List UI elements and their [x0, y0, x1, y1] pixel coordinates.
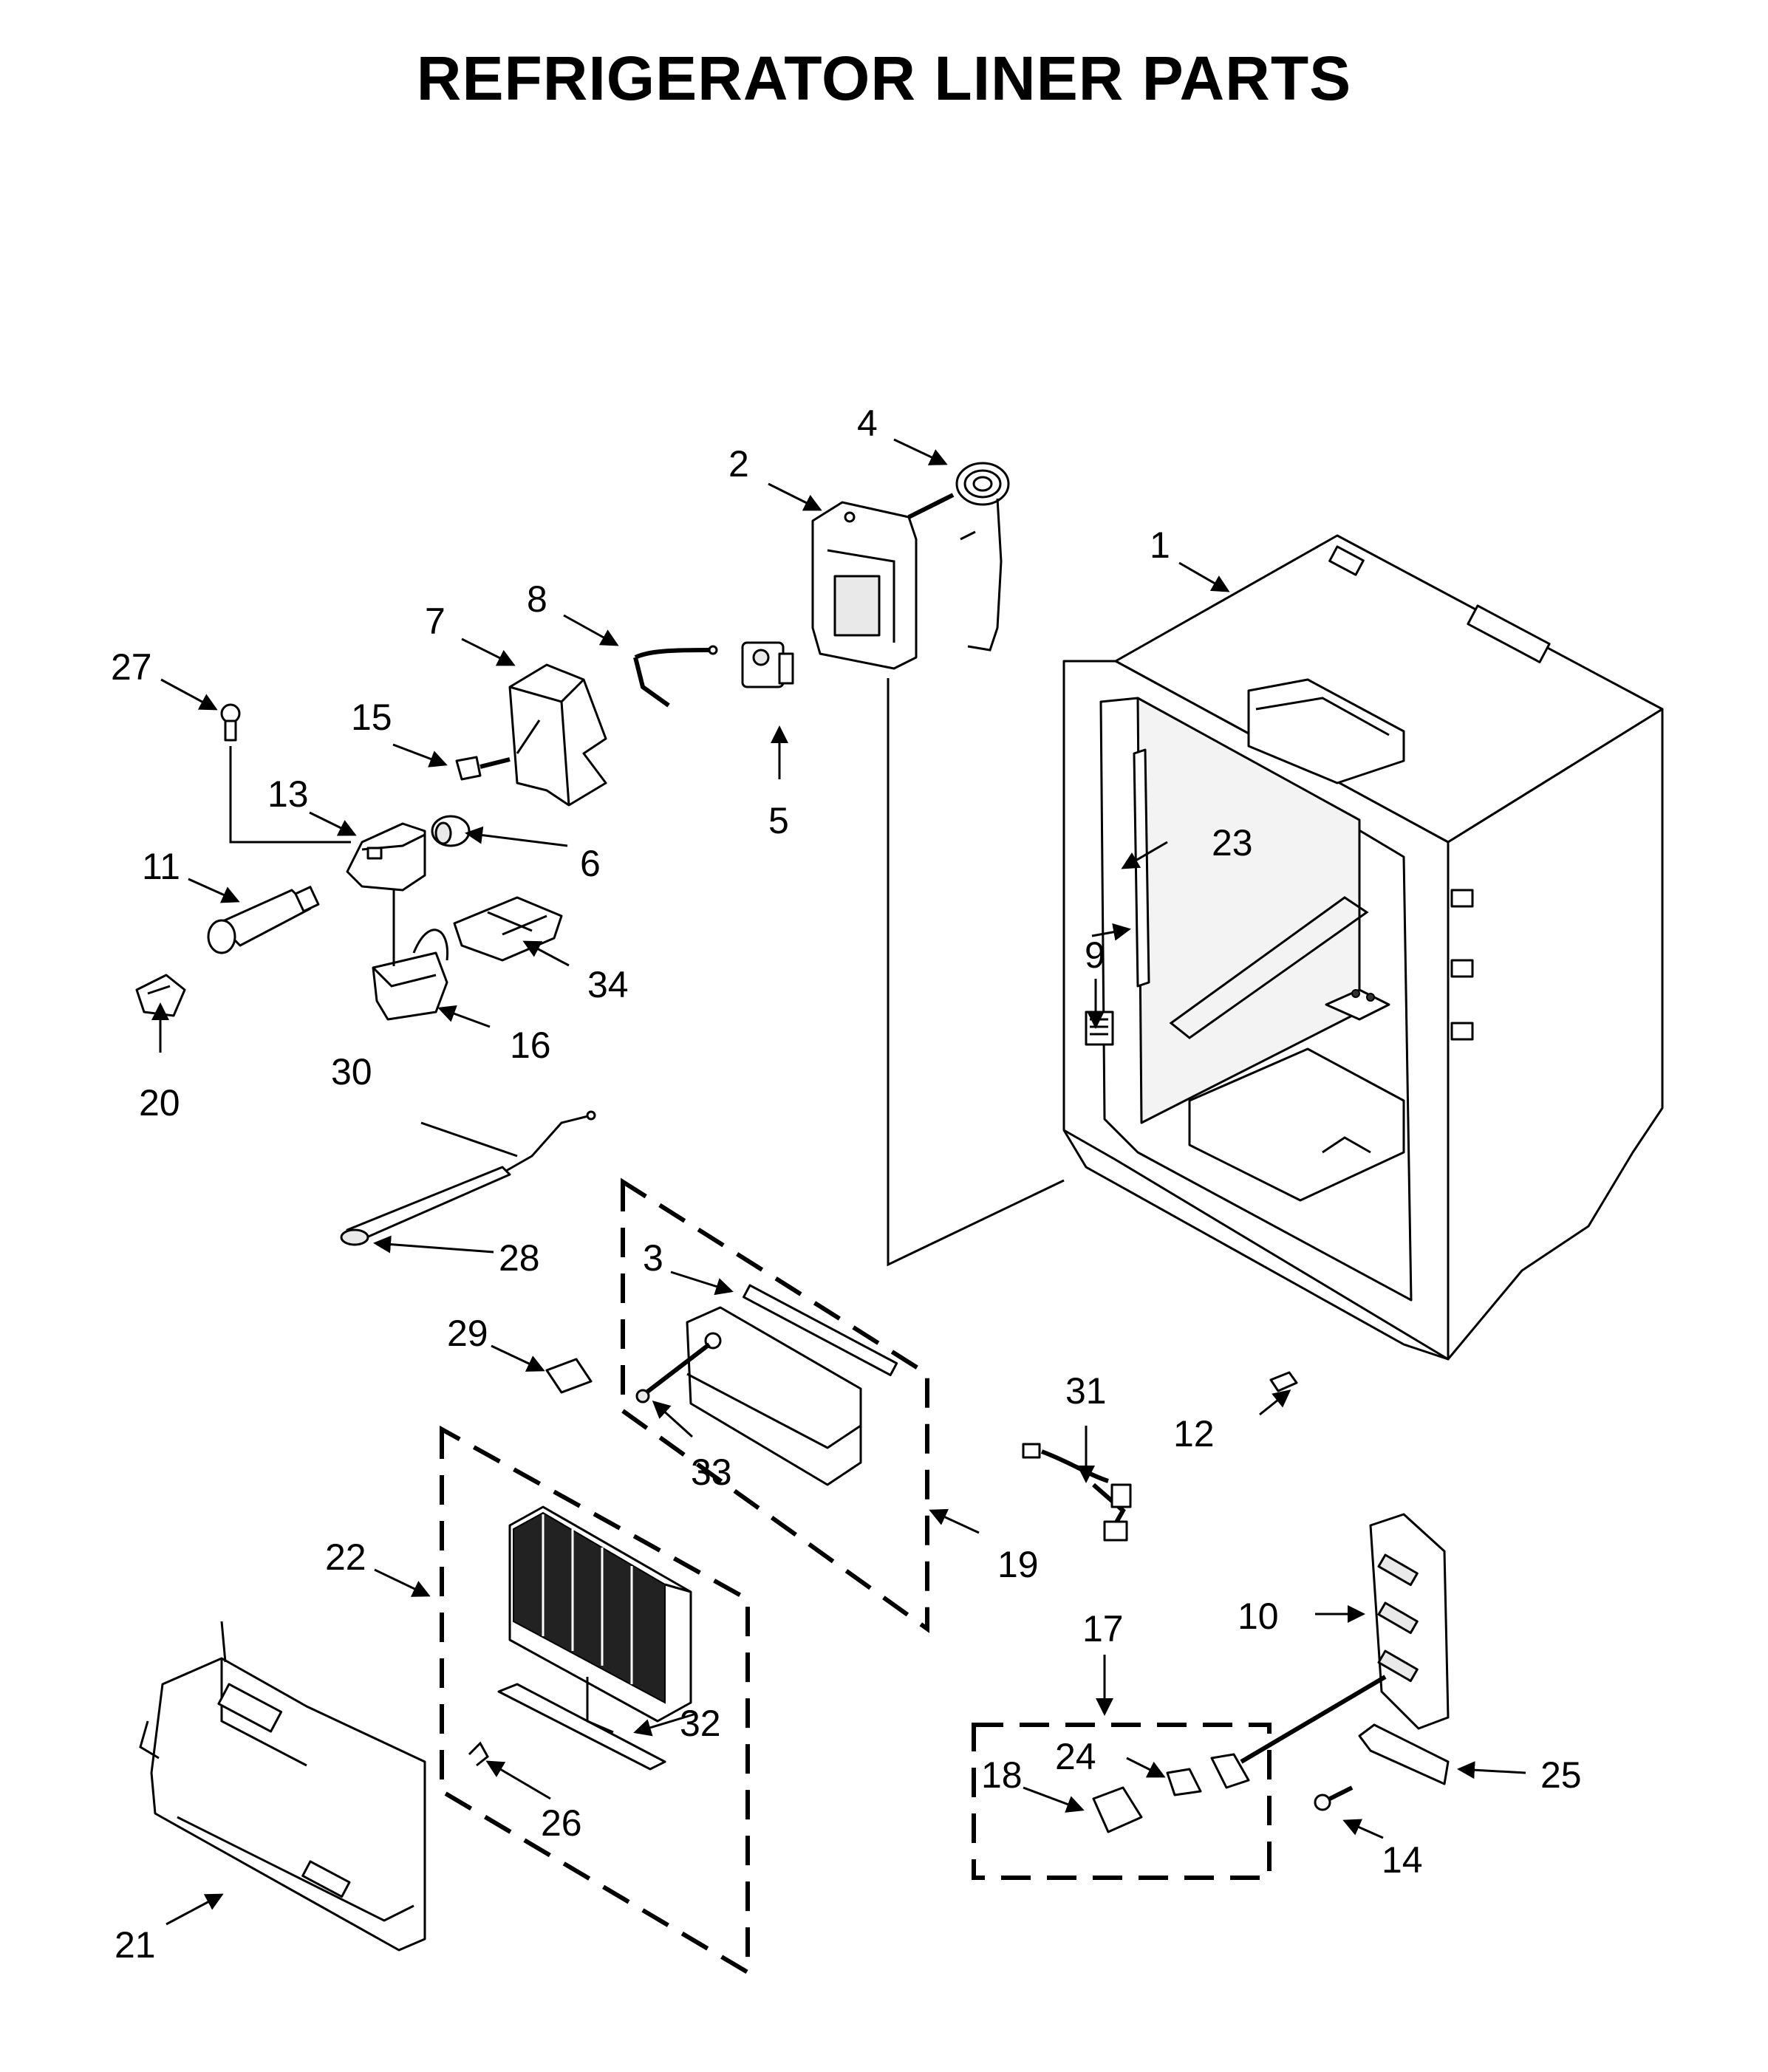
part-filter-housing[interactable] [346, 822, 426, 892]
part-housing-24[interactable] [1210, 1753, 1250, 1789]
part-evaporator[interactable] [508, 1505, 692, 1723]
assembly-outline-19 [621, 1177, 929, 1633]
part-sensor-rod[interactable] [340, 1110, 596, 1246]
callout-12: 12 [1173, 1413, 1215, 1454]
leader-line-30 [420, 1121, 518, 1158]
callout-5: 5 [768, 800, 789, 841]
leader-line [229, 746, 351, 844]
callout-1: 1 [1150, 524, 1170, 566]
part-filter-cap[interactable] [135, 974, 186, 1017]
callout-2: 2 [728, 443, 749, 485]
part-defrost-heater[interactable] [497, 1677, 666, 1771]
part-screw-14[interactable] [1314, 1785, 1354, 1811]
part-duct[interactable] [453, 896, 563, 962]
part-wire-harness[interactable] [633, 645, 718, 708]
leader-line [516, 719, 541, 754]
part-liner[interactable] [1062, 534, 1664, 1361]
callout-7: 7 [425, 601, 446, 642]
leader-line [907, 493, 955, 519]
callout-27: 27 [111, 646, 152, 688]
callout-9: 9 [1085, 934, 1105, 976]
part-wiring-harness-31[interactable] [1022, 1443, 1132, 1542]
callout-8: 8 [527, 578, 547, 620]
callout-4: 4 [857, 403, 878, 444]
callout-24: 24 [1055, 1736, 1096, 1777]
callout-18: 18 [981, 1754, 1023, 1796]
part-control-housing[interactable] [811, 501, 918, 670]
callout-33: 33 [691, 1452, 732, 1493]
callout-15: 15 [351, 697, 392, 738]
part-cover[interactable] [508, 663, 607, 807]
callout-31: 31 [1065, 1370, 1107, 1412]
page-title: REFRIGERATOR LINER PARTS [416, 44, 1352, 113]
callout-34: 34 [587, 964, 629, 1005]
callout-16: 16 [510, 1025, 551, 1066]
callout-13: 13 [267, 773, 309, 815]
part-screw[interactable] [455, 756, 511, 781]
part-water-filter[interactable] [207, 886, 320, 954]
assembly-outline-17 [972, 1723, 1272, 1880]
callout-26: 26 [541, 1802, 582, 1844]
callout-22: 22 [325, 1536, 366, 1578]
part-screw-27[interactable] [220, 703, 241, 742]
callout-19: 19 [997, 1544, 1039, 1585]
part-rear-panel[interactable] [139, 1621, 426, 1952]
part-tray-25[interactable] [1358, 1723, 1450, 1785]
part-fitting[interactable] [431, 815, 471, 847]
callout-arrows [151, 438, 1526, 1926]
callout-29: 29 [447, 1313, 488, 1354]
part-filter-24[interactable] [1166, 1768, 1202, 1796]
callout-20: 20 [139, 1082, 180, 1124]
assembly-outline-22 [440, 1425, 750, 1977]
callout-23: 23 [1212, 822, 1253, 864]
part-clip-26[interactable] [468, 1741, 489, 1767]
callout-11: 11 [142, 846, 180, 887]
part-damper-valve[interactable] [741, 641, 794, 688]
part-insulation-pad[interactable] [545, 1358, 593, 1394]
callout-28: 28 [499, 1237, 540, 1279]
part-connector-12[interactable] [1269, 1371, 1298, 1392]
part-filter-18[interactable] [1092, 1786, 1143, 1833]
callout-3: 3 [643, 1237, 663, 1279]
part-thermistor-coil[interactable] [955, 462, 1010, 652]
leader-line [1240, 1675, 1387, 1764]
part-filter-bracket[interactable] [372, 929, 449, 1021]
callout-10: 10 [1238, 1596, 1279, 1637]
callout-32: 32 [680, 1703, 721, 1744]
part-air-tower[interactable] [1369, 1513, 1450, 1730]
leader-line [887, 678, 1065, 1267]
callout-25: 25 [1540, 1754, 1582, 1796]
part-evaporator-cover[interactable] [635, 1284, 898, 1486]
callout-30: 30 [331, 1051, 372, 1093]
callout-6: 6 [580, 843, 601, 884]
callout-17: 17 [1082, 1608, 1124, 1649]
callout-labels: 1 2 3 4 5 6 7 8 9 10 11 12 13 14 15 16 1… [111, 403, 1582, 1966]
callout-21: 21 [115, 1924, 156, 1966]
callout-14: 14 [1382, 1839, 1423, 1881]
